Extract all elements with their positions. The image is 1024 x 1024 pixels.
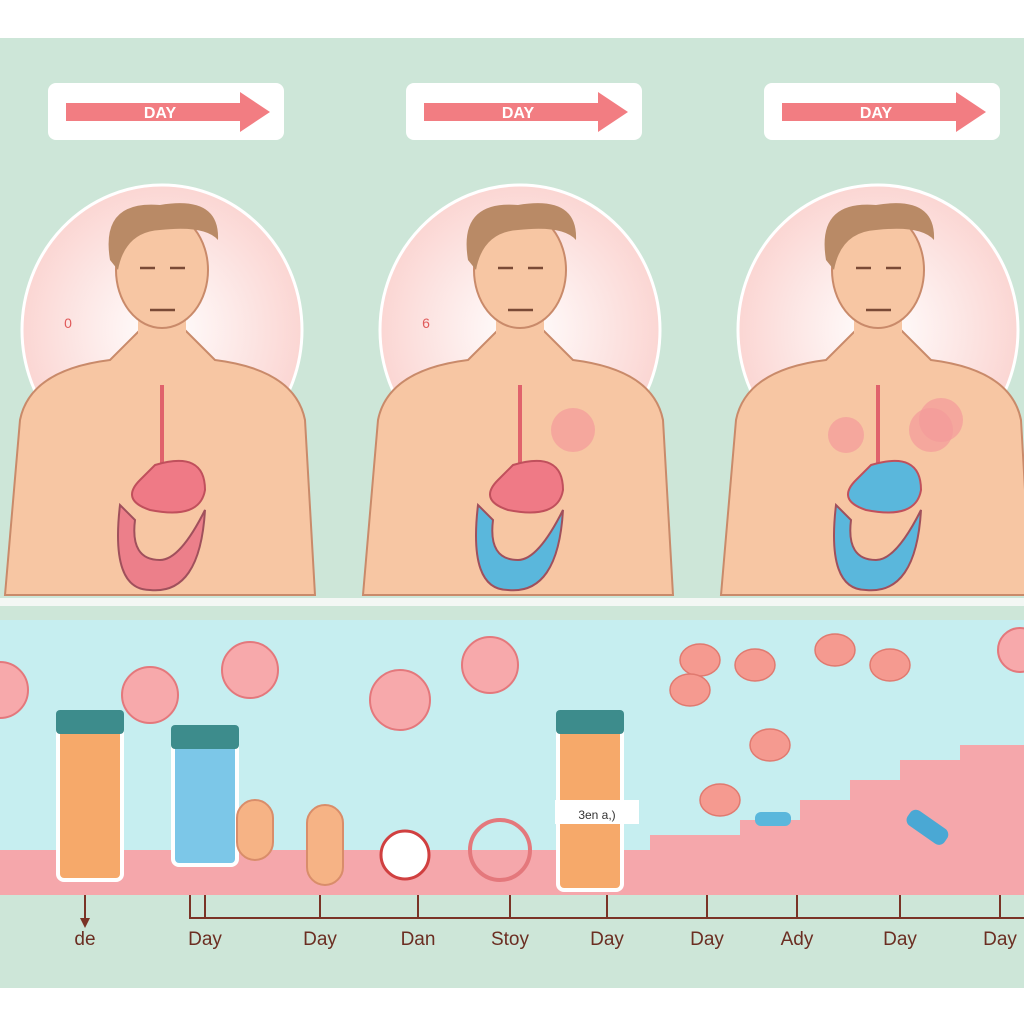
timeline-label: Day bbox=[188, 929, 222, 950]
bottle-label: 3en a,) bbox=[578, 808, 615, 822]
timeline-axis: de Day Day Dan Stoy Day Day Ady Day Day bbox=[74, 895, 1024, 950]
stomach bbox=[131, 460, 207, 514]
timeline-label: Day bbox=[303, 929, 337, 950]
hair bbox=[824, 203, 935, 270]
panel-1: DAY 0 bbox=[3, 83, 317, 596]
timeline-label: Day bbox=[983, 929, 1017, 950]
vial-cap bbox=[556, 710, 624, 734]
timeline-label: Ady bbox=[781, 929, 814, 950]
torso bbox=[719, 329, 1024, 596]
vial-cap bbox=[171, 725, 239, 749]
day-banner-label: DAY bbox=[144, 105, 177, 122]
tablet bbox=[869, 648, 911, 682]
day-banner-label: DAY bbox=[502, 105, 535, 122]
badge: 0 bbox=[64, 315, 72, 331]
intestines bbox=[475, 502, 564, 592]
stomach bbox=[489, 460, 565, 514]
timeline-label: Day bbox=[690, 929, 724, 950]
pill-round bbox=[121, 666, 179, 724]
capsule bbox=[236, 799, 274, 861]
bottle-label-bg bbox=[555, 800, 639, 824]
day-arrow-icon bbox=[66, 92, 270, 132]
pill-round bbox=[997, 627, 1024, 673]
clock-icon bbox=[468, 818, 532, 882]
tablet bbox=[679, 643, 721, 677]
timeline-label: Day bbox=[590, 929, 624, 950]
face bbox=[498, 266, 543, 312]
intestines bbox=[117, 502, 206, 592]
face bbox=[140, 266, 185, 312]
day-arrow-icon bbox=[782, 92, 986, 132]
tablet bbox=[749, 728, 791, 762]
tablet bbox=[699, 783, 741, 817]
panel-2: DAY 6 bbox=[361, 83, 675, 596]
intestines bbox=[833, 502, 922, 592]
day-banner-label: DAY bbox=[860, 105, 893, 122]
medication-strip: de Day Day Dan Stoy Day Day Ady Day Day bbox=[0, 620, 1024, 950]
face bbox=[856, 266, 901, 312]
rash-spot bbox=[551, 408, 595, 452]
day-arrow-icon bbox=[424, 92, 628, 132]
blue-capsule bbox=[755, 812, 791, 826]
capsule bbox=[306, 804, 344, 886]
pill-round bbox=[0, 661, 29, 719]
clock-icon bbox=[379, 829, 431, 881]
pill-round bbox=[461, 636, 519, 694]
tablet bbox=[814, 633, 856, 667]
pill-round bbox=[369, 669, 431, 731]
timeline-label: Day bbox=[883, 929, 917, 950]
timeline-label: de bbox=[74, 929, 95, 950]
arrowhead bbox=[80, 918, 90, 928]
hair bbox=[466, 203, 577, 270]
divider bbox=[0, 598, 1024, 606]
badge: 6 bbox=[422, 315, 430, 331]
vial bbox=[171, 733, 239, 867]
tablet bbox=[734, 648, 776, 682]
hair bbox=[108, 203, 219, 270]
stomach bbox=[847, 460, 923, 514]
vial bbox=[56, 718, 124, 882]
tablet bbox=[669, 673, 711, 707]
panel-3: DAY bbox=[719, 83, 1024, 596]
blue-capsule bbox=[906, 809, 949, 845]
pill-round bbox=[221, 641, 279, 699]
axis-line bbox=[189, 895, 1024, 919]
timeline-label: Stoy bbox=[491, 929, 530, 950]
timeline-label: Dan bbox=[401, 929, 436, 950]
vial-cap bbox=[56, 710, 124, 734]
rash-spot bbox=[919, 398, 963, 442]
rash-spot bbox=[828, 417, 864, 453]
